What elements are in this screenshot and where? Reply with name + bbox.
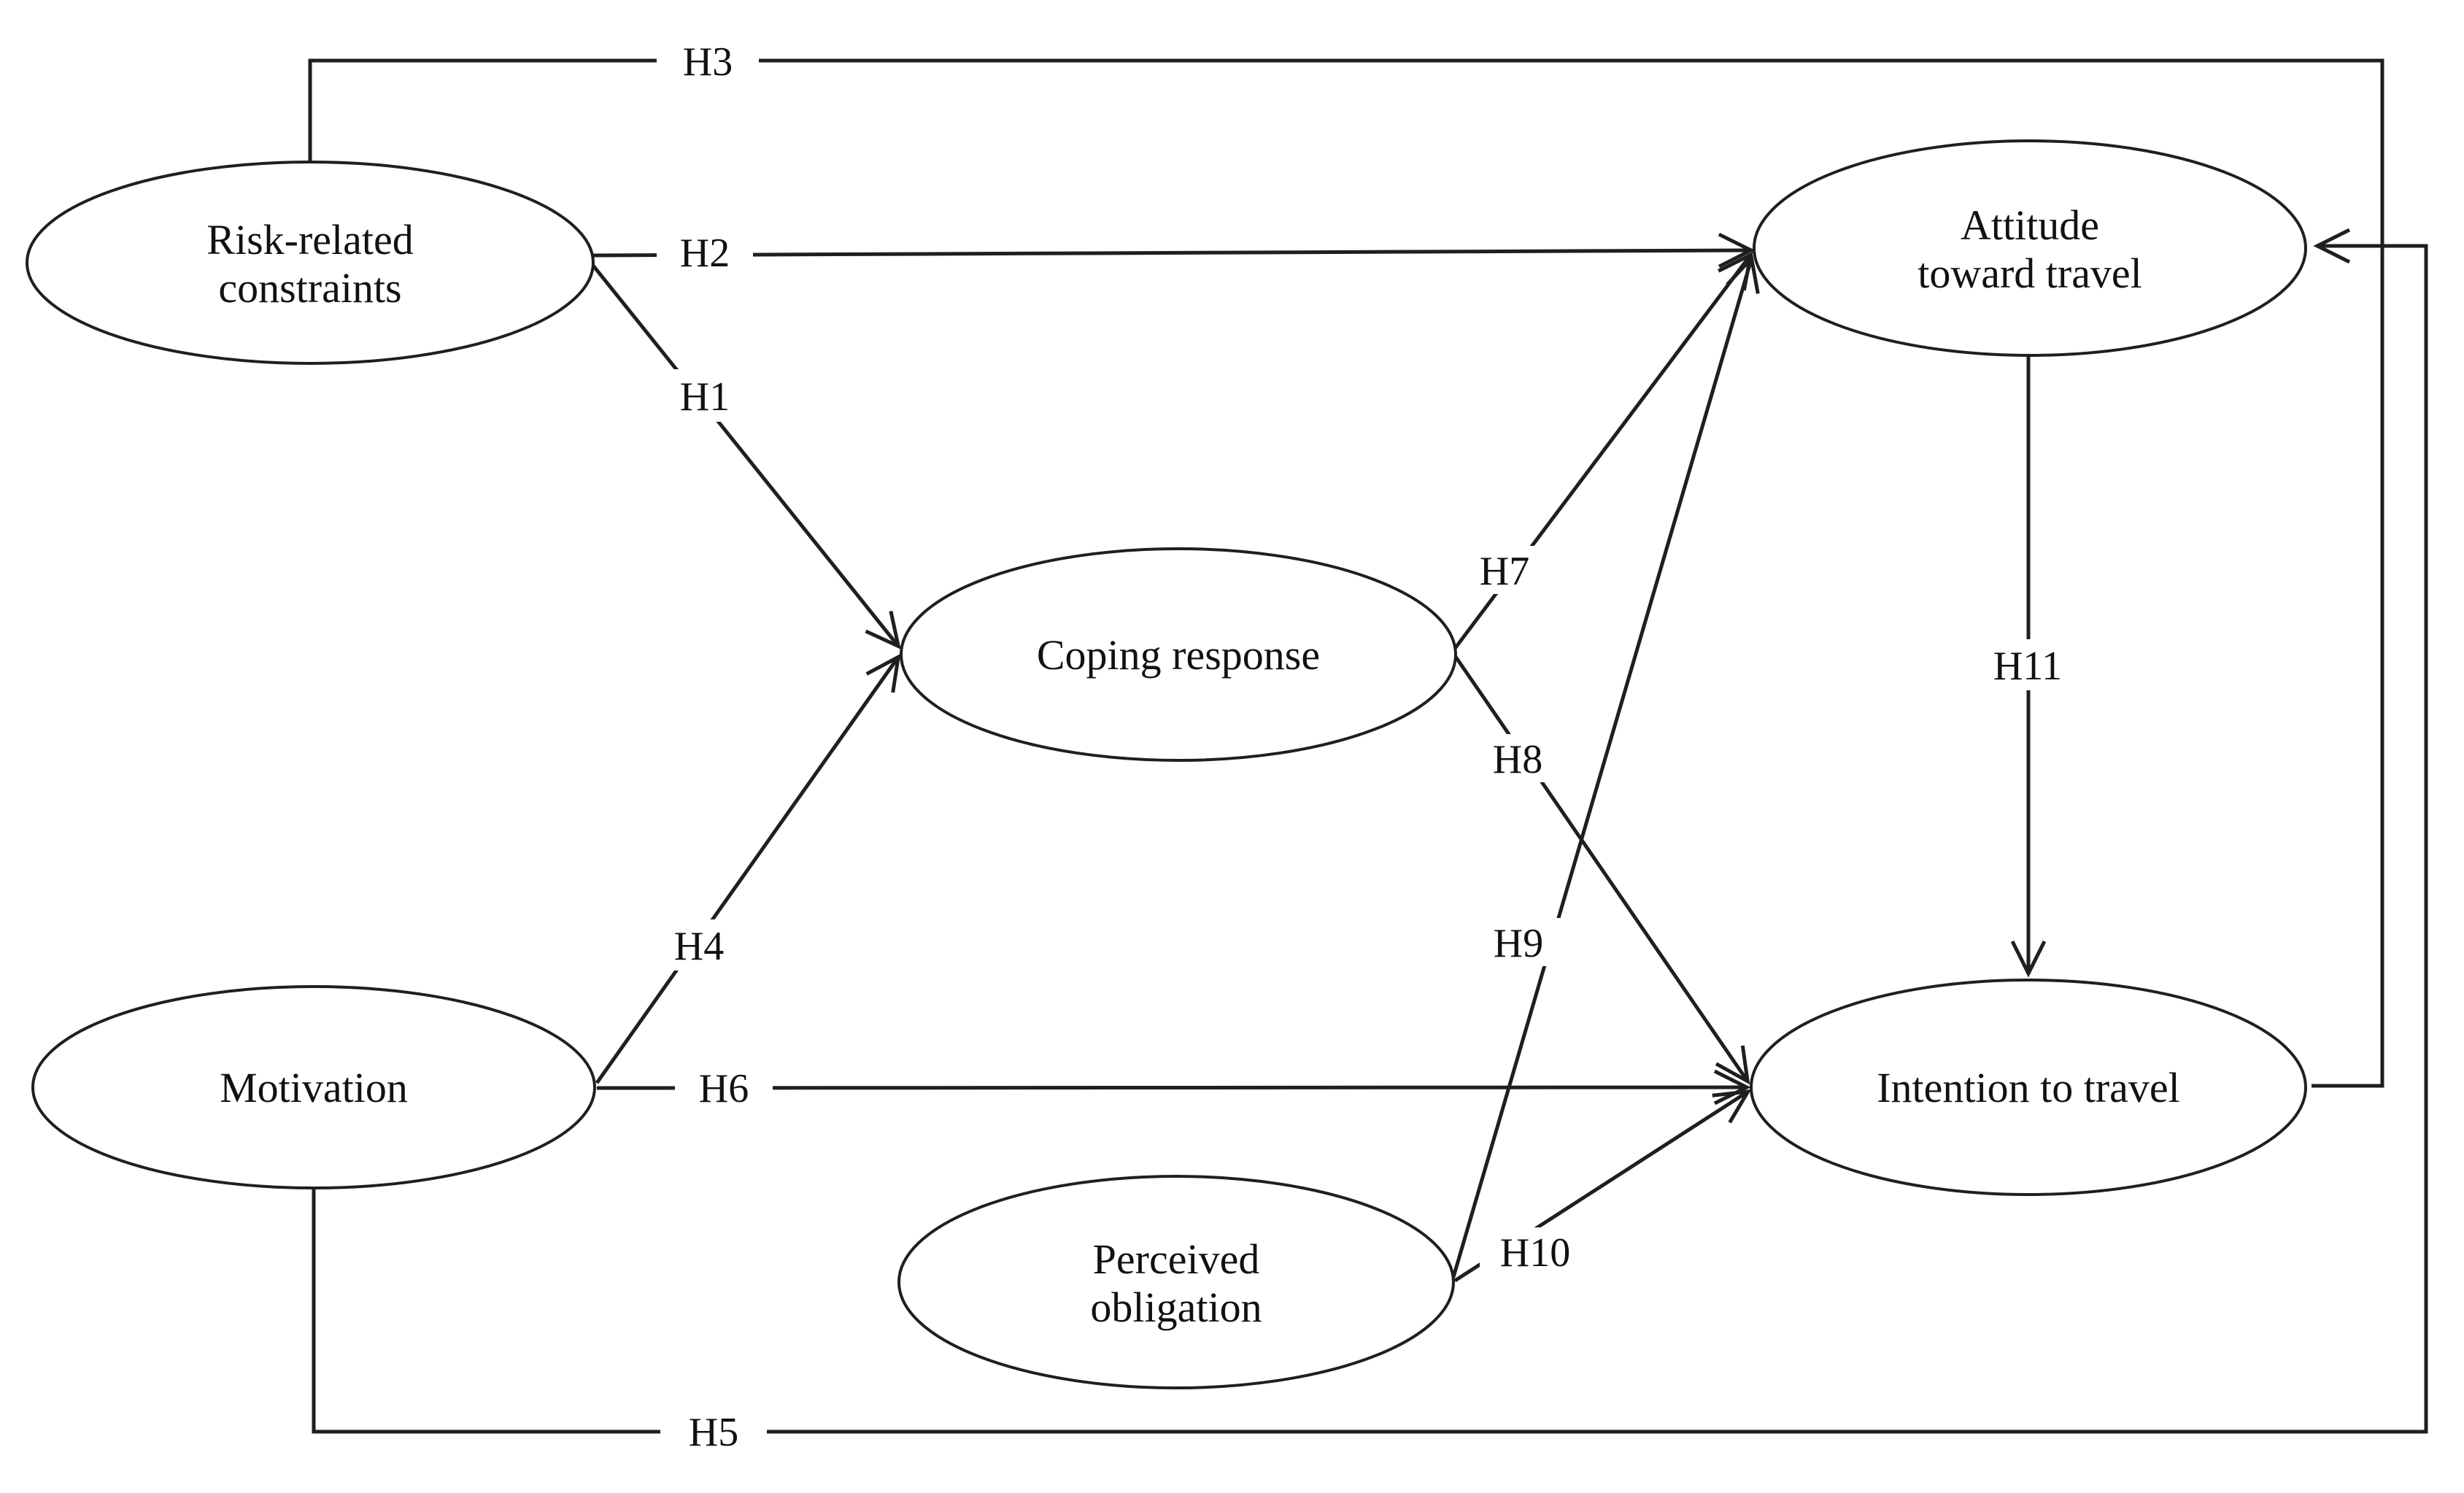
gap-h9 xyxy=(1471,918,1566,966)
perceived-obligation-label-line1: Perceived xyxy=(1093,1235,1260,1283)
node-intention-to-travel: Intention to travel xyxy=(1750,979,2307,1196)
gap-h2 xyxy=(657,228,753,275)
gap-h6 xyxy=(675,1064,773,1111)
nodes: Risk-related constraints Coping response… xyxy=(26,139,2307,1389)
hypothesis-label-h9: H9 xyxy=(1494,921,1543,966)
hypothesis-label-h5: H5 xyxy=(689,1410,738,1455)
gap-h1 xyxy=(657,369,753,422)
risk-constraints-label-line2: constraints xyxy=(218,264,401,312)
node-risk-related-constraints: Risk-related constraints xyxy=(26,161,595,365)
node-motivation: Motivation xyxy=(31,985,596,1189)
intention-ellipse xyxy=(1750,979,2307,1196)
hypothesis-label-h11: H11 xyxy=(1993,644,2062,689)
perceived-obligation-ellipse xyxy=(897,1175,1455,1389)
gap-h3 xyxy=(657,36,759,85)
coping-response-label: Coping response xyxy=(1037,631,1320,679)
edge-h6-motivation-to-intention xyxy=(596,1069,1751,1106)
motivation-label: Motivation xyxy=(220,1064,408,1111)
hypothesis-label-gaps xyxy=(651,36,2085,1455)
edges xyxy=(308,58,2428,1434)
risk-constraints-ellipse xyxy=(26,161,595,365)
hypothesis-label-h6: H6 xyxy=(699,1066,749,1111)
edge-h9-obligation-to-attitude xyxy=(1451,254,1760,1278)
hypothesis-label-h10: H10 xyxy=(1500,1230,1570,1276)
edge-h4-motivation-to-coping xyxy=(595,653,901,1084)
gap-h7 xyxy=(1458,546,1551,594)
edge-h5-motivation-to-attitude xyxy=(312,228,2428,1434)
edge-h8-coping-to-intention xyxy=(1453,655,1750,1085)
risk-constraints-label-line1: Risk-related xyxy=(206,216,413,263)
motivation-ellipse xyxy=(31,985,596,1189)
gap-h5 xyxy=(660,1407,767,1455)
attitude-label-line1: Attitude xyxy=(1961,201,2099,249)
node-perceived-obligation: Perceived obligation xyxy=(897,1175,1455,1389)
gap-h4 xyxy=(651,919,747,971)
hypothesis-label-h8: H8 xyxy=(1493,737,1542,782)
gap-h10 xyxy=(1480,1227,1591,1276)
intention-label: Intention to travel xyxy=(1877,1064,2180,1111)
perceived-obligation-label-line2: obligation xyxy=(1090,1284,1262,1331)
attitude-label-line2: toward travel xyxy=(1917,250,2142,297)
edge-h3-risk-to-intention xyxy=(308,58,2384,1088)
hypothesis-labels: H1 H2 H3 H4 H5 H6 H7 H8 H9 H10 H11 xyxy=(674,39,2062,1455)
node-coping-response: Coping response xyxy=(900,547,1457,762)
node-attitude-toward-travel: Attitude toward travel xyxy=(1753,139,2307,357)
hypothesis-label-h1: H1 xyxy=(680,374,730,420)
gap-h11 xyxy=(1970,639,2085,690)
hypothesis-label-h7: H7 xyxy=(1480,549,1529,594)
gap-h8 xyxy=(1471,734,1564,782)
hypothesis-label-h2: H2 xyxy=(680,231,730,276)
edge-h1-risk-to-coping xyxy=(592,264,901,649)
attitude-ellipse xyxy=(1753,139,2307,357)
hypothesis-label-h4: H4 xyxy=(674,924,724,969)
coping-response-ellipse xyxy=(900,547,1457,762)
hypothesis-label-h3: H3 xyxy=(683,39,733,85)
edge-h2-risk-to-attitude xyxy=(592,232,1756,269)
